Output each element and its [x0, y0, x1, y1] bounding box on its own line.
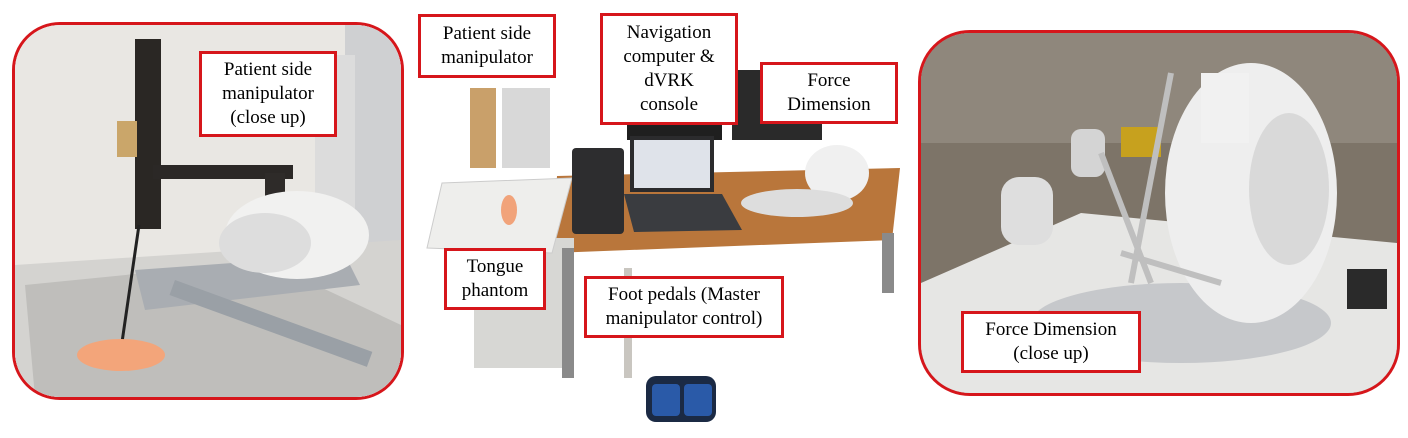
- label-force-dimension: Force Dimension: [760, 62, 898, 124]
- label-line: dVRK: [644, 70, 694, 91]
- label-line: Patient side: [442, 23, 532, 44]
- label-line: Dimension: [787, 94, 871, 115]
- label-line: manipulator: [441, 47, 533, 68]
- photo-system-overview: Patient side manipulator Navigation comp…: [412, 8, 912, 433]
- label-line: Navigation: [626, 22, 712, 43]
- label-line: console: [639, 94, 699, 115]
- label-line: Foot pedals (Master: [608, 284, 760, 305]
- label-line: (close up): [230, 107, 306, 128]
- label-foot-pedals: Foot pedals (Master manipulator control): [584, 276, 784, 338]
- label-line: Tongue: [466, 256, 524, 277]
- photo-patient-side-closeup: Patient side manipulator (close up): [12, 22, 404, 400]
- label-line: computer &: [623, 46, 715, 67]
- label-line: (close up): [1013, 343, 1089, 364]
- label-patient-side: Patient side manipulator: [418, 14, 556, 78]
- photo-force-dimension-closeup: Force Dimension (close up): [918, 30, 1400, 396]
- label-line: phantom: [461, 280, 529, 301]
- label-line: Force Dimension: [985, 319, 1117, 340]
- label-navigation-computer: Navigation computer & dVRK console: [600, 13, 738, 125]
- label-line: Force: [807, 70, 851, 91]
- label-line: manipulator control): [605, 308, 763, 329]
- label-patient-side-closeup: Patient side manipulator (close up): [199, 51, 337, 137]
- label-line: Patient side: [223, 59, 313, 80]
- label-tongue-phantom: Tongue phantom: [444, 248, 546, 310]
- label-line: manipulator: [222, 83, 314, 104]
- label-force-dimension-closeup: Force Dimension (close up): [961, 311, 1141, 373]
